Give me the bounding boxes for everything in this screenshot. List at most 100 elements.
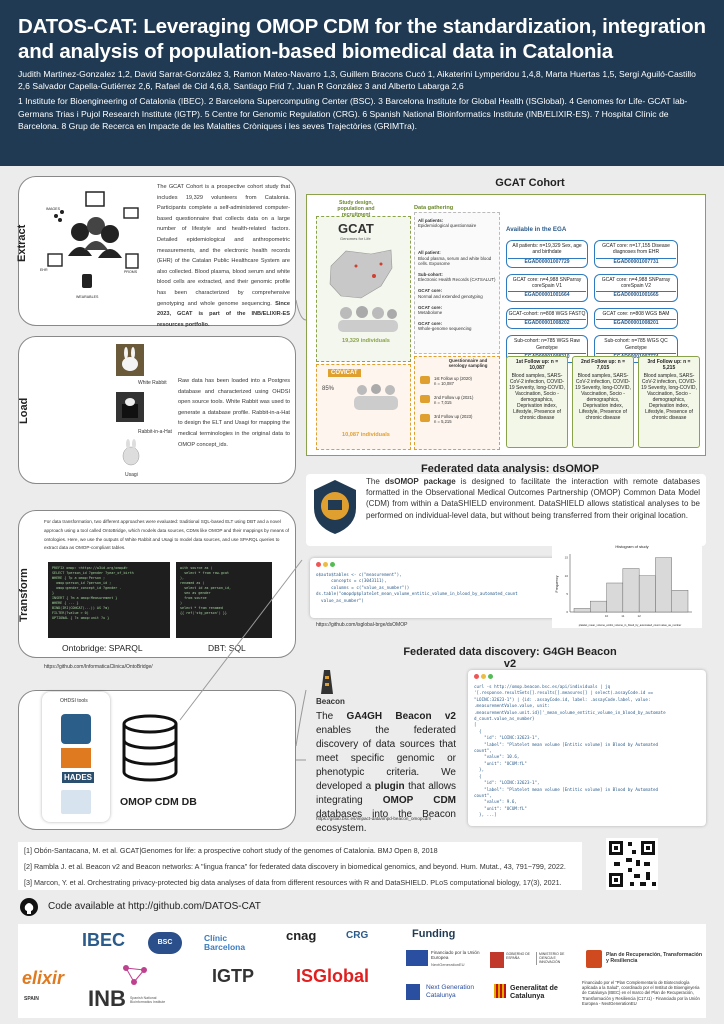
gathering-5-head: GCAT core: bbox=[418, 321, 443, 327]
gathering-3-body: Normal and extended genotyping bbox=[418, 293, 483, 299]
qr-code[interactable] bbox=[606, 838, 658, 890]
gathering-4-body: Metabolome bbox=[418, 310, 443, 316]
code-line: count", bbox=[474, 748, 492, 754]
ega-dataset-desc: GCAT core: n=808 WGS BAM bbox=[602, 310, 670, 317]
code-line: "label": "Platelet mean volume [Entitic … bbox=[474, 786, 659, 792]
histogram-bar bbox=[606, 582, 624, 613]
ontobridge-link[interactable]: https://github.com/InformaticaClinica/On… bbox=[44, 664, 153, 670]
crg-logo: CRG bbox=[346, 930, 369, 941]
followup-icon bbox=[420, 414, 430, 422]
funding-box bbox=[400, 924, 706, 1018]
ega-right-column: GCAT core: n=17,155 Disease diagnoses fr… bbox=[594, 240, 678, 369]
dsomop-link[interactable]: https://github.com/isglobal-brge/dsOMOP bbox=[316, 622, 408, 628]
ega-dataset-id: EGAD00001008202 bbox=[508, 319, 586, 326]
code-line: }, bbox=[474, 767, 485, 773]
ega-dataset-box: GCAT core: n=808 WGS BAM EGAD00001008201 bbox=[594, 307, 678, 330]
igtp-logo: IGTP bbox=[212, 966, 255, 986]
atlas-icon bbox=[61, 714, 91, 744]
code-line: ds.table("omopdp$plate1et_mean_volume_en… bbox=[316, 591, 518, 597]
nextgen-cat-icon bbox=[406, 984, 420, 1000]
ega-dataset-id: EGAD00001007729 bbox=[508, 257, 586, 265]
code-line: count", bbox=[474, 792, 492, 798]
generalitat-label: Generalitat de Catalunya bbox=[510, 983, 558, 1000]
followup-icon bbox=[420, 376, 430, 384]
rabbit-in-hat-label: Rabbit-in-a-Hat bbox=[138, 429, 172, 435]
histogram-bar bbox=[622, 568, 640, 613]
icon-label-wearables: WEARABLES bbox=[76, 295, 99, 299]
ega-dataset-desc: GCAT core: n=4,988 SNParray coreSpain V2 bbox=[601, 276, 671, 290]
code-available-link[interactable]: Code available at http://github.com/DATO… bbox=[48, 901, 261, 912]
gencat-flag-icon bbox=[494, 984, 506, 998]
histogram-bar bbox=[638, 575, 656, 613]
beacon-link[interactable]: https://gitlab.bsc.es/impact-data/impd-b… bbox=[316, 816, 432, 821]
funding-note: Financiado por el "Plan Complementario d… bbox=[582, 980, 700, 1006]
qr-code-icon bbox=[606, 838, 658, 890]
omop-cdm-db-label: OMOP CDM DB bbox=[120, 796, 197, 808]
clinic-logo: Clínic Barcelona bbox=[204, 933, 246, 952]
rabbit-in-hat-icon bbox=[116, 392, 144, 422]
transform-text: For data transformation, two different a… bbox=[44, 519, 290, 551]
dsomop-code-lines: o$auto$tables <- c("measurement"), conce… bbox=[316, 572, 556, 604]
ega-dataset-id: EGAD00001008201 bbox=[596, 319, 676, 326]
dsomop-text-panel bbox=[306, 474, 706, 546]
followup-detail-body: Blood samples, SARS-CoV-2 infection, COV… bbox=[509, 373, 565, 421]
ega-left-column: All patients: n=19,329 Sex, age and birt… bbox=[506, 240, 588, 369]
window-controls bbox=[474, 674, 495, 681]
icon-label-proms: PROMS bbox=[124, 270, 138, 274]
catalonia-map bbox=[329, 249, 393, 299]
code-line: "unit": "UCUM:fL" bbox=[474, 760, 527, 766]
bsc-logo: BSC bbox=[148, 932, 182, 954]
beacon-code-lines: curl -s http://omop.beacon.bsc.es/api/in… bbox=[474, 684, 700, 819]
code-line: concepts = c(3043111), bbox=[316, 578, 387, 584]
beacon-title: Federated data discovery: G4GH Beacon v2 bbox=[403, 646, 617, 670]
white-rabbit-icon bbox=[116, 344, 144, 376]
inb-sub-label: Spanish National Bioinformatics Institut… bbox=[130, 996, 166, 1004]
questionnaire-label: Questionnaire and serology sampling bbox=[448, 358, 488, 368]
ibec-logo: IBEC bbox=[82, 930, 126, 950]
inb-logo: INB bbox=[88, 986, 126, 1011]
sparql-code-screenshot: PREFIX omop: <https://w3id.org/omop#>SEL… bbox=[48, 562, 170, 638]
covicat-participants-icon bbox=[354, 384, 398, 410]
code-line: "LOINC:32623-1") | {id: .assayCode.id, l… bbox=[474, 696, 651, 702]
gathering-0-head: All patients: bbox=[418, 218, 444, 223]
histogram-ytick: 15 bbox=[565, 556, 569, 560]
code-line: .measurementValue.value, unit: bbox=[474, 703, 550, 709]
followup-n: n = 7,015 bbox=[434, 400, 452, 405]
code-line: curl -s http://omop.beacon.bsc.es/api/in… bbox=[474, 684, 611, 689]
gcat-logo-sub: Genomes for Life bbox=[340, 236, 371, 241]
ega-dataset-box: All patients: n=19,329 Sex, age and birt… bbox=[506, 240, 588, 268]
usagi-icon bbox=[120, 438, 142, 468]
code-line: { bbox=[474, 728, 482, 734]
code-line: "label": "Platelet mean volume [Entitic … bbox=[474, 741, 659, 747]
gathering-1-body: Blood plasma, serum and white blood cell… bbox=[418, 255, 492, 266]
ministerio-label: MINISTERIO DE CIENCIA E INNOVACIÓN bbox=[536, 952, 572, 965]
code-line: columns = c("value_as_number")) bbox=[316, 584, 410, 590]
followup-n: n = 5,215 bbox=[434, 419, 452, 424]
white-rabbit-label: White Rabbit bbox=[138, 380, 167, 386]
code-line: "value": 9.6, bbox=[474, 799, 517, 805]
gcat-col2-head: Data gathering bbox=[414, 205, 454, 211]
isglobal-logo: ISGlobal bbox=[296, 966, 370, 986]
database-icon bbox=[122, 714, 178, 782]
ega-dataset-box: GCAT core: n=4,988 SNParray coreSpain V2… bbox=[594, 273, 678, 302]
covicat-pct: 85% bbox=[322, 386, 335, 392]
gathering-0-body: Epidemiological questionnaire bbox=[418, 223, 477, 229]
icon-label-images: IMAGES bbox=[46, 207, 60, 211]
reference-item: [1] Obón-Santacana, M. et al. GCAT|Genom… bbox=[24, 846, 438, 855]
ega-dataset-id: EGAD00001007774 bbox=[596, 352, 676, 360]
histogram-title: Histogram of study bbox=[615, 544, 648, 549]
dsomop-text: The dsOMOP package is designed to facili… bbox=[366, 477, 700, 520]
gathering-1-head: All patient: bbox=[418, 250, 441, 256]
followup-label: 1st Follow up (2020)n = 10,087 bbox=[420, 376, 500, 386]
beacon-text: The GA4GH Beacon v2 enables the federate… bbox=[316, 711, 456, 834]
histogram-xtick: 12 bbox=[637, 614, 641, 618]
institution-logos bbox=[18, 924, 400, 1018]
histogram-ylabel: Frequency bbox=[555, 575, 559, 592]
ega-dataset-box: GCAT core: n=17,155 Disease diagnoses fr… bbox=[594, 240, 678, 268]
gcat-cohort-title: GCAT Cohort bbox=[495, 177, 565, 189]
